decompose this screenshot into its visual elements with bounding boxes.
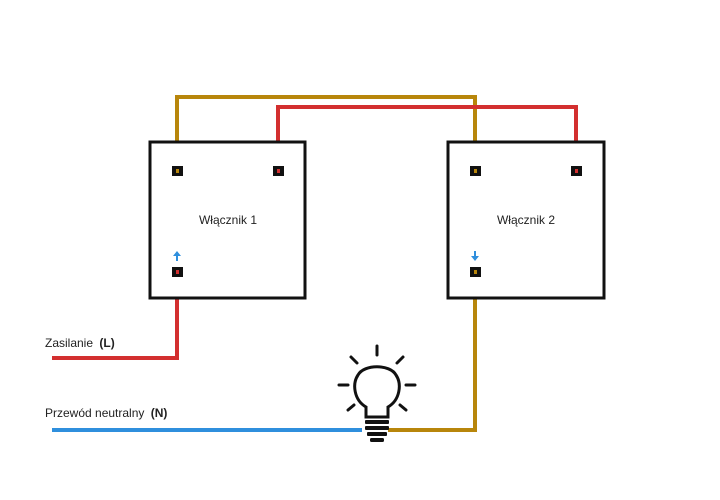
supply-label: Zasilanie (L)	[45, 336, 115, 350]
switch-1: Włącznik 1	[148, 140, 307, 300]
switch-2-label: Włącznik 2	[497, 213, 555, 227]
switched-wire	[388, 272, 477, 432]
neutral-label: Przewód neutralny (N)	[45, 406, 167, 420]
light-bulb-icon	[337, 344, 417, 442]
switch-2-terminal-common-core	[474, 270, 477, 274]
switch-2-terminal-l1-core	[474, 169, 477, 173]
switch-2: Włącznik 2	[446, 140, 606, 300]
switch-1-terminal-common-core	[176, 270, 179, 274]
switch-1-label: Włącznik 1	[199, 213, 257, 227]
switch-1-terminal-l1-core	[176, 169, 179, 173]
traveler-wire-2	[276, 105, 578, 170]
supply-wire	[52, 272, 179, 360]
switch-2-terminal-l2-core	[575, 169, 578, 173]
switch-1-terminal-l2-core	[277, 169, 280, 173]
up-arrow-icon	[173, 251, 181, 261]
traveler-wire-1	[175, 95, 477, 170]
down-arrow-icon	[471, 251, 479, 261]
wires	[52, 95, 578, 432]
